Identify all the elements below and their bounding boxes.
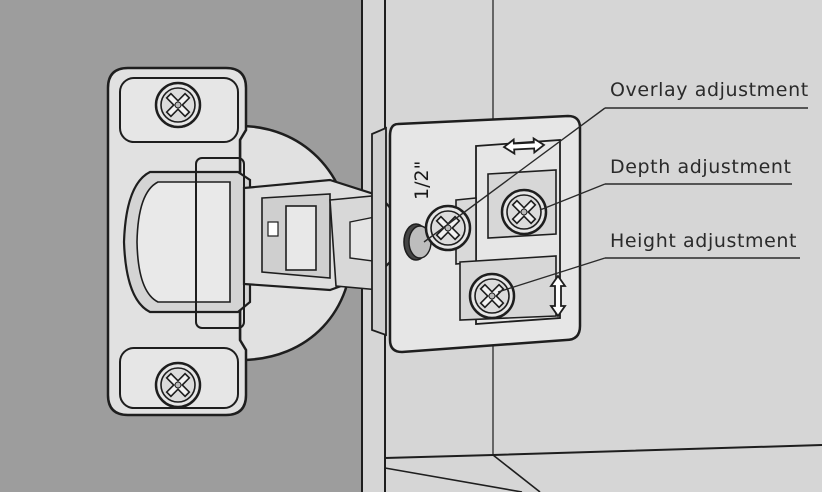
phillips-screw-icon — [154, 81, 202, 129]
vertical-double-arrow-icon — [549, 274, 567, 318]
depth-adjustment-label: Depth adjustment — [610, 156, 792, 178]
mounting-plate — [371, 114, 582, 354]
callout-lines — [423, 107, 808, 293]
phillips-screw-icon — [154, 361, 202, 409]
phillips-screw-icon — [468, 272, 516, 320]
phillips-screw-icon — [500, 188, 548, 236]
horizontal-double-arrow-icon — [502, 136, 546, 156]
overlay-adjustment-label: Overlay adjustment — [610, 79, 809, 101]
plate-marking: 1/2" — [411, 161, 433, 200]
height-adjustment-label: Height adjustment — [610, 230, 797, 252]
